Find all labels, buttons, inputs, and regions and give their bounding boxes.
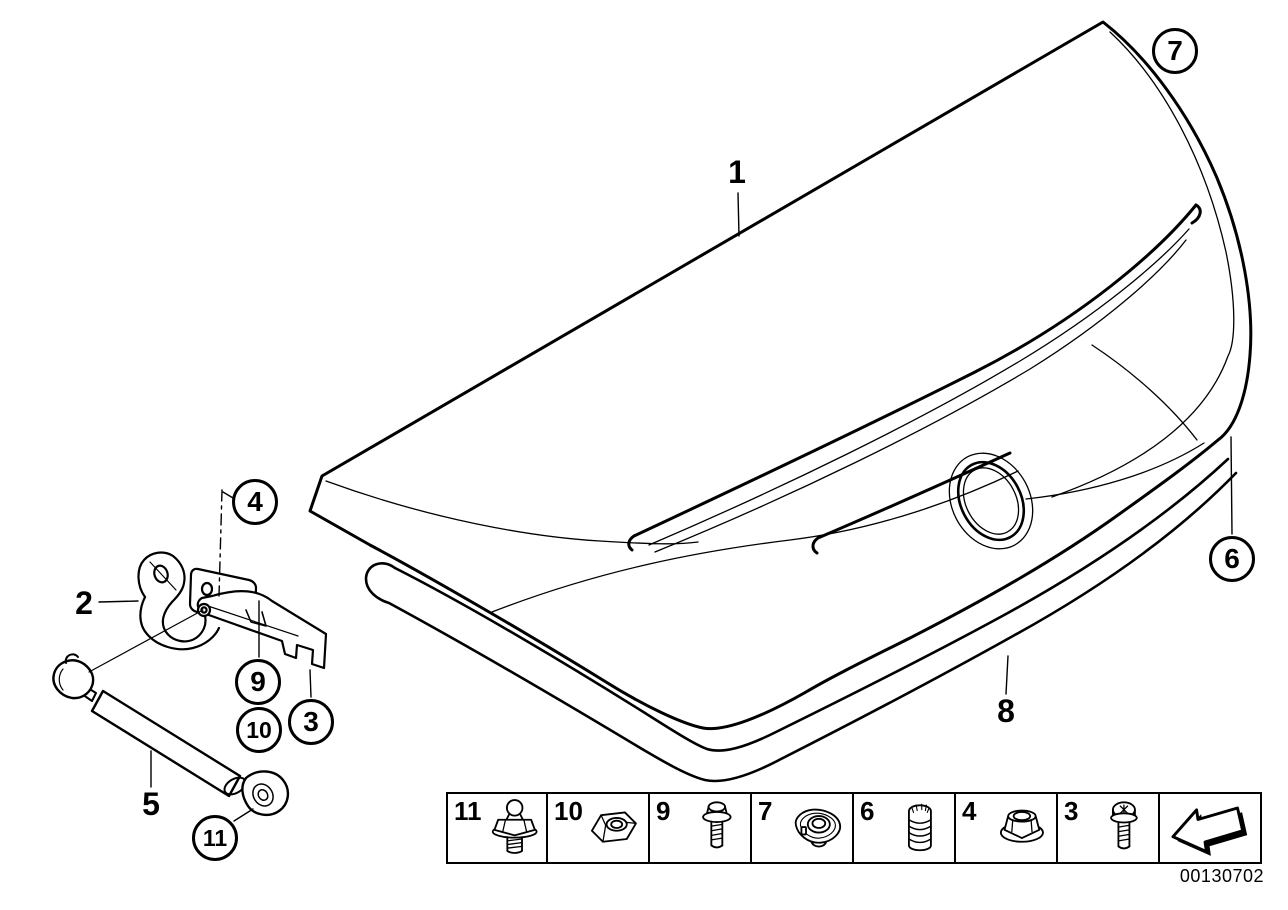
legend-cell-6[interactable]: 6 bbox=[854, 792, 956, 864]
rubber-buffer-icon bbox=[908, 803, 932, 852]
legend-cell-9[interactable]: 9 bbox=[650, 792, 752, 864]
trunk-lid-contours bbox=[325, 31, 1235, 613]
flange-nut-icon bbox=[999, 809, 1044, 843]
label-5: 5 bbox=[142, 786, 160, 822]
legend-cell-11[interactable]: 11 bbox=[446, 792, 548, 864]
trunk-lid-outline bbox=[308, 20, 1253, 731]
spoiler-crease-lines bbox=[627, 203, 1202, 555]
legend-strip: 11 10 bbox=[446, 792, 1262, 864]
strut-attachment-line bbox=[88, 609, 204, 673]
ball-stud-bolt-icon bbox=[491, 799, 538, 854]
lock-plate-icon bbox=[794, 808, 842, 848]
callout-4[interactable]: 4 bbox=[232, 479, 278, 525]
legend-cell-3[interactable]: 3 bbox=[1058, 792, 1160, 864]
legend-cell-7[interactable]: 7 bbox=[752, 792, 854, 864]
callout-10[interactable]: 10 bbox=[236, 707, 282, 753]
stud-bolt-washer-icon bbox=[702, 801, 732, 849]
callout-9[interactable]: 9 bbox=[235, 659, 281, 705]
leader-lines bbox=[98, 192, 1233, 822]
label-2: 2 bbox=[75, 585, 93, 621]
legend-cell-arrow[interactable] bbox=[1160, 792, 1262, 864]
callout-11[interactable]: 11 bbox=[192, 815, 238, 861]
trunk-seal bbox=[364, 457, 1238, 783]
torx-bolt-icon bbox=[1110, 801, 1138, 850]
lock-ring bbox=[948, 452, 1034, 550]
callout-6[interactable]: 6 bbox=[1209, 536, 1255, 582]
gas-strut bbox=[52, 653, 290, 817]
document-number: 00130702 bbox=[1179, 866, 1264, 886]
legend-cell-4[interactable]: 4 bbox=[956, 792, 1058, 864]
callout-3[interactable]: 3 bbox=[288, 699, 334, 745]
hex-nut-icon bbox=[591, 811, 637, 843]
direction-arrow-icon bbox=[1171, 806, 1248, 856]
label-8: 8 bbox=[997, 693, 1015, 729]
legend-cell-10[interactable]: 10 bbox=[548, 792, 650, 864]
hinge-assembly bbox=[137, 551, 328, 670]
callout-7[interactable]: 7 bbox=[1152, 28, 1198, 74]
label-1: 1 bbox=[728, 154, 746, 190]
